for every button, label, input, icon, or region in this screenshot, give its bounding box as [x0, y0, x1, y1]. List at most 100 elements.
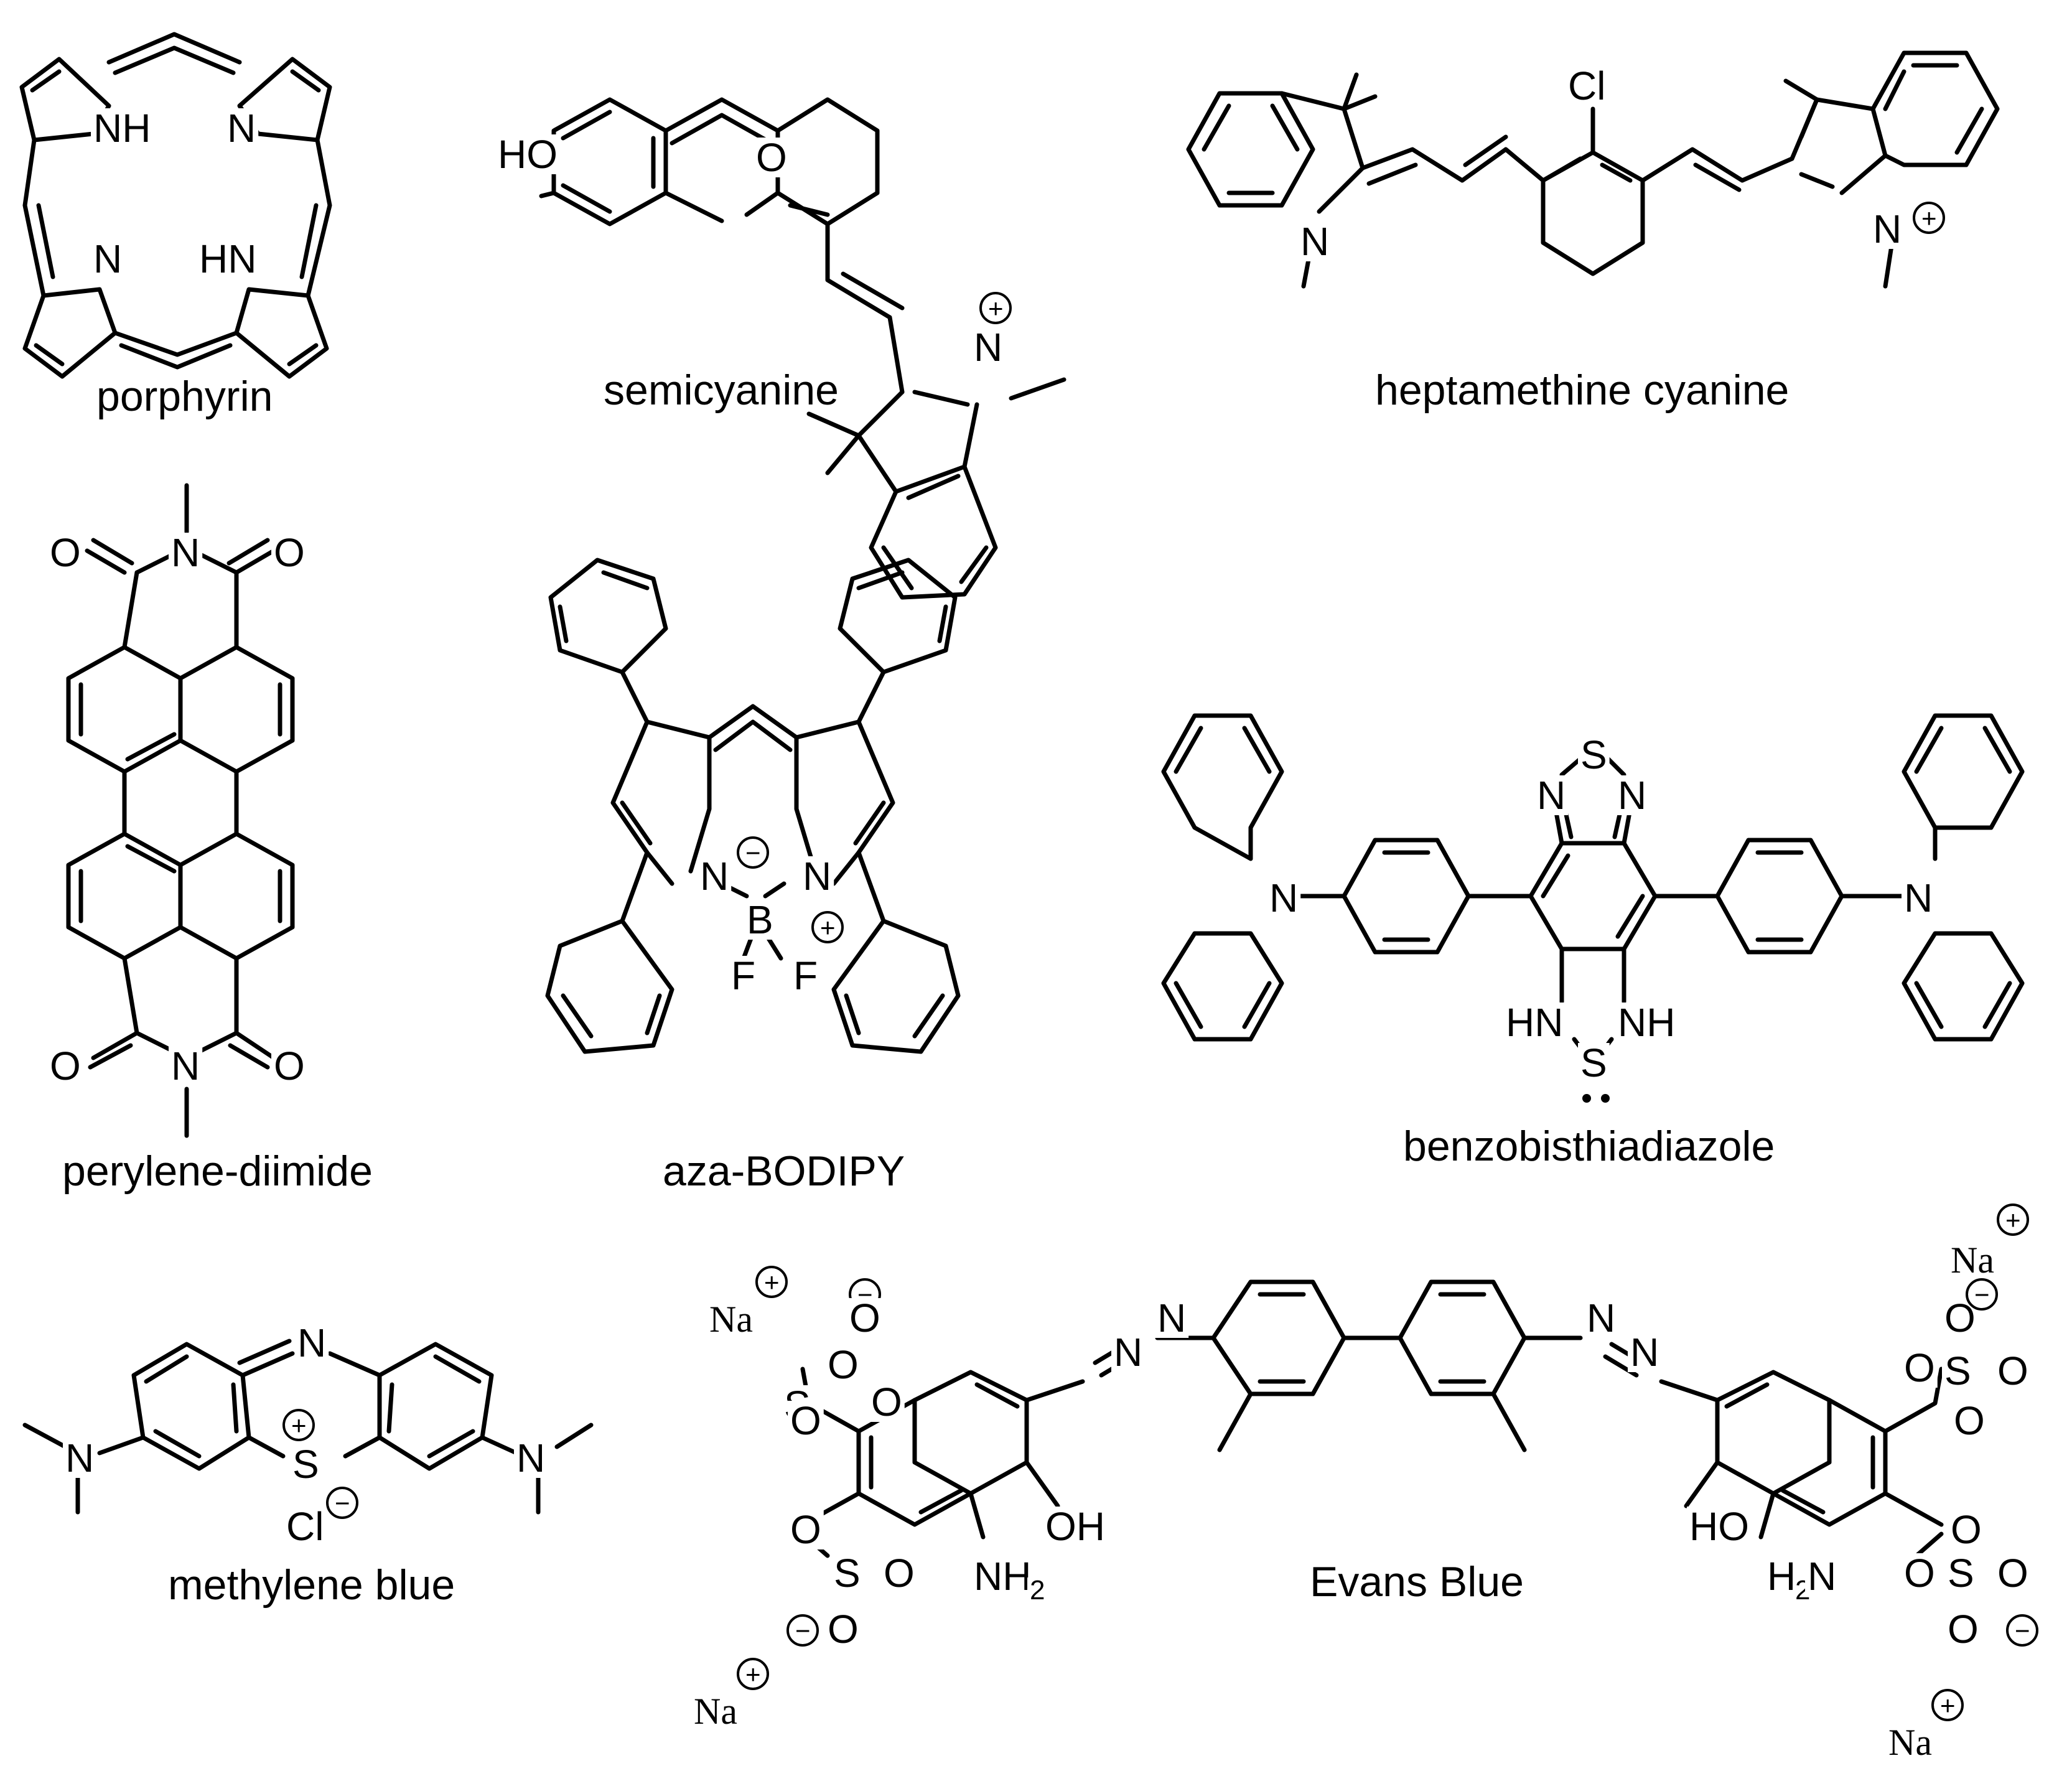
compound-label-pdi: perylene-diimide	[62, 1147, 373, 1195]
mb-atom-cl: Cl	[286, 1504, 324, 1549]
atom-label-backdrop	[698, 856, 732, 896]
evans-atom-s-right-2: S	[1948, 1551, 1974, 1596]
evans-atom-n-azo-left-2: N	[1157, 1296, 1186, 1340]
atom-label-backdrop	[63, 1438, 97, 1478]
atom-label-backdrop	[271, 1046, 307, 1086]
compound-label-heptamethine: heptamethine cyanine	[1375, 367, 1789, 414]
azabodipy-atom-f-left: F	[731, 953, 755, 998]
evans-atom-ho-right: HO	[1689, 1504, 1749, 1549]
atom-label-backdrop	[169, 1046, 203, 1086]
azabodipy-plus-sign: +	[820, 913, 836, 942]
heptamethine-plus-charge	[1913, 202, 1945, 234]
bbt-bonds	[1161, 713, 2025, 1054]
azabodipy-minus-sign: −	[745, 838, 761, 867]
atom-label-backdrop	[1902, 1348, 1938, 1388]
evans-subscript-2-left: 2	[1030, 1575, 1045, 1605]
atom-label-backdrop	[1945, 1609, 1981, 1649]
semicyanine-plus-charge	[979, 292, 1012, 324]
semicyanine-atom-ho: HO	[498, 132, 558, 177]
atom-label-backdrop	[847, 1298, 883, 1338]
structure-methylene-blue: N S + N N Cl − methylene blue	[22, 1320, 594, 1609]
evans-minus-charge-2	[786, 1614, 819, 1647]
evans-atom-n-azo-right-2: N	[1630, 1330, 1659, 1375]
atom-label-backdrop	[1948, 1242, 1997, 1278]
structure-porphyrin: NH N N HN porphyrin	[19, 32, 332, 420]
heptamethine-bonds	[1186, 50, 2000, 289]
atom-label-backdrop	[707, 1301, 755, 1337]
pdi-atom-o-bottom-right: O	[274, 1044, 305, 1088]
evans-na-plus-charge-4	[1931, 1689, 1964, 1721]
evans-minus-charge-4	[2006, 1614, 2038, 1647]
evans-blue-bonds	[800, 1279, 1944, 1558]
atom-label-backdrop	[971, 1556, 1034, 1596]
atom-label-backdrop	[290, 1444, 322, 1484]
atom-label-backdrop	[825, 1345, 861, 1385]
atom-label-backdrop	[1870, 209, 1905, 249]
structure-azabodipy: N N B F F − + aza-BODIPY	[545, 558, 961, 1195]
atom-label-backdrop	[869, 1382, 905, 1422]
bbt-lone-pair-dot-left	[1582, 1094, 1591, 1103]
mb-atom-n: N	[297, 1320, 326, 1365]
evans-na-plus-charge-2	[737, 1658, 769, 1690]
evans-na-plus-sign-4: +	[1940, 1691, 1956, 1720]
evans-atom-n-azo-left-1: N	[1114, 1330, 1142, 1375]
atom-label-backdrop	[800, 856, 834, 896]
bbt-atom-n-top-right: N	[1618, 773, 1646, 818]
atom-label-backdrop	[825, 1609, 861, 1649]
semicyanine-plus-sign: +	[988, 294, 1004, 323]
atom-label-backdrop	[729, 956, 758, 996]
porphyrin-atom-hn-bottom: HN	[199, 236, 256, 281]
mb-minus-sign: −	[335, 1489, 350, 1518]
structure-evans-blue: O − O S O O O S O O − N N OH NH 2 N N HO…	[691, 1203, 2038, 1763]
atom-label-backdrop	[1951, 1401, 1987, 1441]
evans-atom-nh2-left: NH	[974, 1554, 1031, 1599]
bbt-atom-s-top: S	[1580, 732, 1607, 777]
atom-label-backdrop	[1566, 66, 1608, 106]
porphyrin-atom-n-top: N	[227, 106, 256, 151]
pdi-atom-n-top: N	[171, 530, 200, 575]
structure-pdi: N O O N O O perylene-diimide	[47, 483, 373, 1195]
atom-label-backdrop	[1628, 1332, 1662, 1372]
evans-na-plus-charge-1	[755, 1266, 788, 1298]
atom-label-backdrop	[971, 327, 1006, 367]
evans-atom-o-left-3: O	[871, 1380, 902, 1424]
compound-label-azabodipy: aza-BODIPY	[663, 1147, 905, 1195]
evans-atom-o-left-6: O	[884, 1551, 915, 1596]
evans-atom-s-left-2: S	[834, 1551, 861, 1596]
semicyanine-atom-o: O	[756, 135, 787, 180]
evans-atom-o-left-7: O	[828, 1607, 859, 1652]
atom-label-backdrop	[1942, 1351, 1974, 1391]
evans-atom-o-right-7: O	[1997, 1551, 2028, 1596]
evans-atom-o-left-1: O	[828, 1342, 859, 1387]
compound-label-semicyanine: semicyanine	[604, 367, 839, 414]
azabodipy-atom-n-left: N	[700, 854, 729, 899]
evans-atom-s-right-1: S	[1944, 1348, 1971, 1393]
atom-label-backdrop	[1902, 878, 1936, 918]
bbt-lone-pair-dot-right	[1601, 1094, 1610, 1103]
heptamethine-plus-sign: +	[1921, 203, 1937, 233]
atom-label-backdrop	[514, 1438, 548, 1478]
evans-minus-sign-4: −	[2015, 1616, 2030, 1645]
atom-label-backdrop	[744, 900, 776, 940]
evans-atom-h-right: H	[1767, 1554, 1796, 1599]
mb-atom-s: S	[292, 1442, 319, 1487]
atom-label-backdrop	[225, 108, 259, 148]
mb-atom-n-left: N	[65, 1436, 94, 1480]
evans-na-bottom-right: Na	[1888, 1722, 1932, 1763]
azabodipy-atom-f-right: F	[793, 953, 818, 998]
compound-label-evans-blue: Evans Blue	[1310, 1558, 1524, 1605]
atom-label-backdrop	[1945, 1553, 1977, 1593]
structure-semicyanine: HO O N + semicyanine	[495, 97, 1066, 600]
atom-label-backdrop	[691, 1693, 740, 1729]
compound-label-methylene-blue: methylene blue	[168, 1561, 455, 1609]
mb-minus-charge	[326, 1487, 358, 1519]
azabodipy-atom-b: B	[747, 897, 773, 942]
evans-atom-o-right-8: O	[1948, 1607, 1979, 1652]
evans-atom-o-left-5: O	[790, 1507, 821, 1552]
mb-atom-n-right: N	[516, 1436, 545, 1480]
atom-label-backdrop	[91, 108, 154, 148]
atom-label-backdrop	[1948, 1510, 1984, 1549]
evans-atom-oh-left: OH	[1045, 1504, 1105, 1549]
porphyrin-atom-n-bottom: N	[93, 236, 122, 281]
